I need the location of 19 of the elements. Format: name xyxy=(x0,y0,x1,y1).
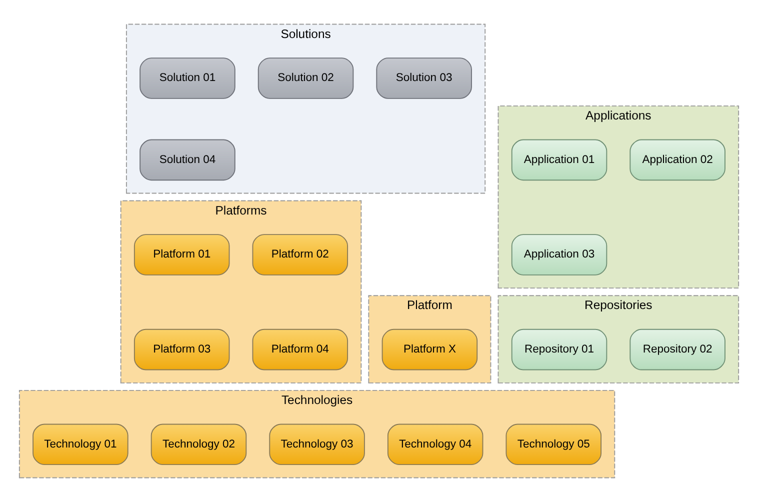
node-box: Technology 04 xyxy=(387,423,484,465)
node-box: Solution 02 xyxy=(258,57,354,98)
node-box: Repository 02 xyxy=(630,328,726,370)
node-box: Application 01 xyxy=(511,138,608,180)
node-box: Platform 01 xyxy=(134,234,230,275)
node-box: Platform 02 xyxy=(252,234,348,275)
node-box: Solution 04 xyxy=(140,138,236,180)
node-box: Technology 05 xyxy=(506,423,602,465)
node-box: Repository 01 xyxy=(511,328,608,370)
node-box: Technology 01 xyxy=(32,423,128,465)
node-box: Solution 01 xyxy=(140,57,236,98)
node-box: Platform 04 xyxy=(252,328,348,370)
node-box: Platform 03 xyxy=(134,328,230,370)
node-box: Technology 03 xyxy=(269,423,365,465)
node-box: Solution 03 xyxy=(376,57,472,98)
node-box: Application 03 xyxy=(511,234,608,275)
node-box: Technology 02 xyxy=(150,423,247,465)
node-box: Application 02 xyxy=(630,138,726,180)
node-box: Platform X xyxy=(382,328,478,370)
